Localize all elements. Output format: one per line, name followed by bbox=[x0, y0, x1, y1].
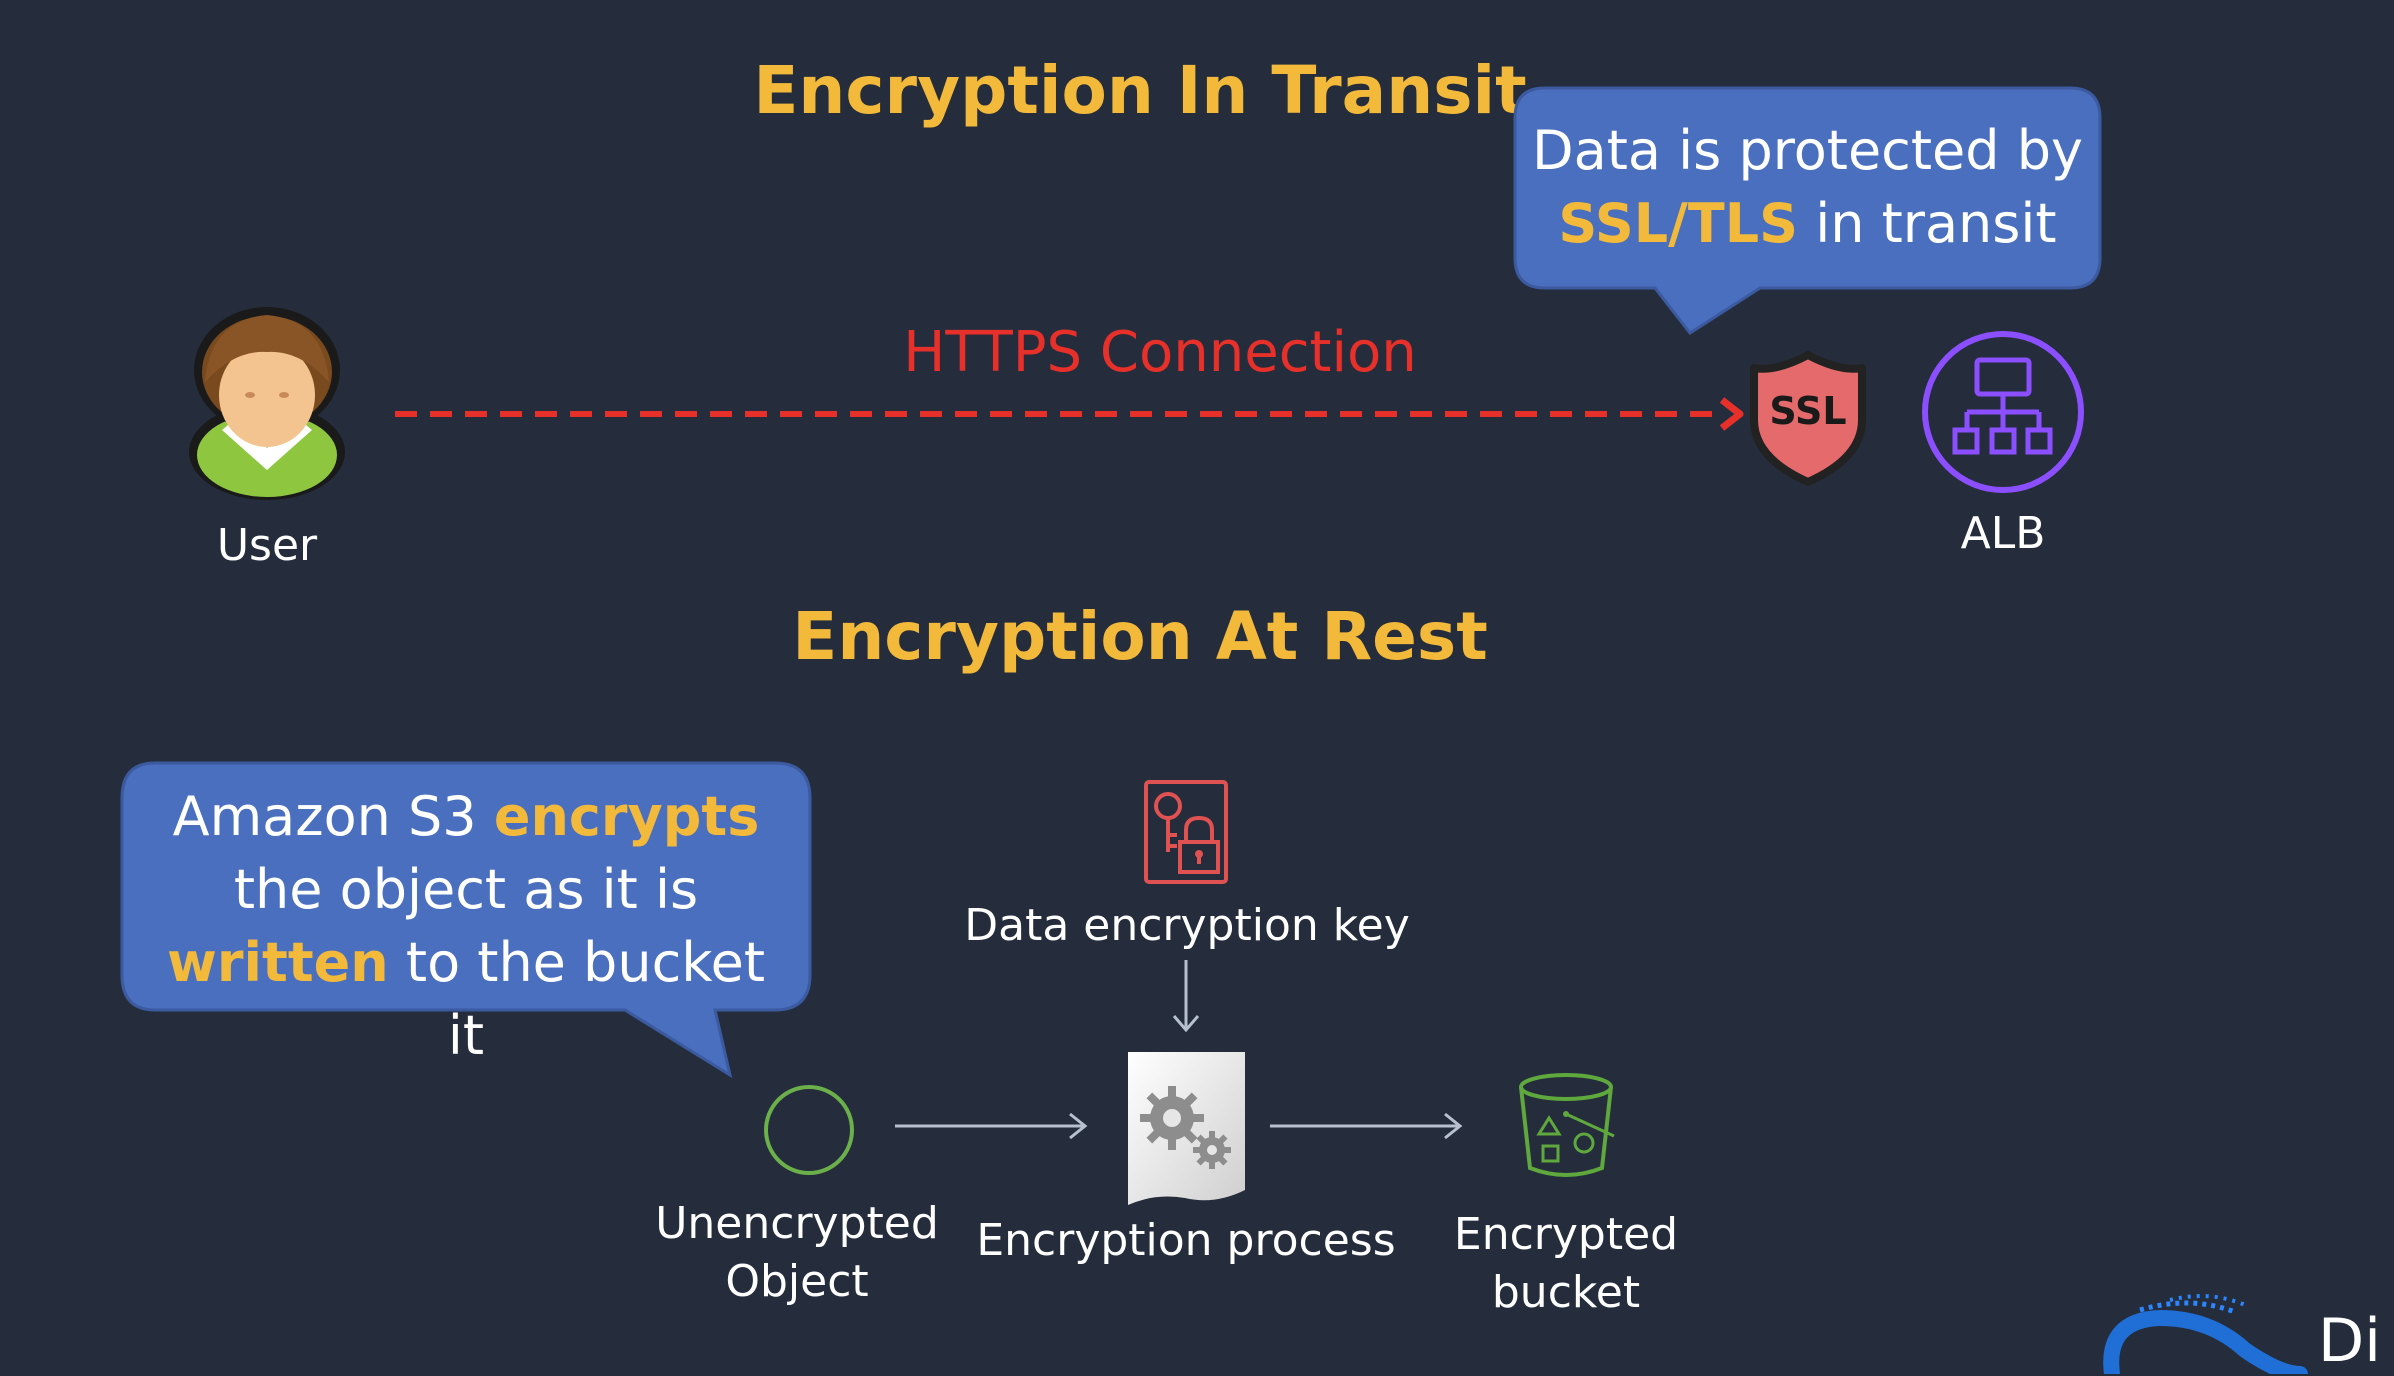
bucket-label: Encrypted bucket bbox=[1416, 1206, 1716, 1322]
object-label-line1: Unencrypted bbox=[655, 1198, 939, 1249]
process-label: Encryption process bbox=[976, 1215, 1396, 1266]
rest-callout-p2: the object as it is bbox=[233, 858, 699, 921]
transit-callout-line2-rest: in transit bbox=[1798, 192, 2057, 255]
ssl-badge-text: SSL bbox=[1769, 389, 1847, 433]
rest-title: Encryption At Rest bbox=[792, 598, 1488, 675]
rest-callout-p3: to the bucket it bbox=[388, 931, 765, 1067]
user-label: User bbox=[216, 520, 318, 571]
transit-title: Encryption In Transit bbox=[753, 52, 1527, 129]
alb-label: ALB bbox=[1960, 508, 2046, 559]
https-connection-label: HTTPS Connection bbox=[903, 320, 1417, 385]
transit-callout-line2: SSL/TLS in transit bbox=[1515, 187, 2100, 260]
logo-text: Di bbox=[2318, 1306, 2381, 1376]
transit-callout-highlight: SSL/TLS bbox=[1558, 192, 1799, 255]
bucket-label-line1: Encrypted bbox=[1453, 1209, 1679, 1260]
object-label-line2: Object bbox=[725, 1256, 869, 1307]
transit-callout-line1: Data is protected by bbox=[1532, 119, 2083, 182]
rest-callout-h1: encrypts bbox=[493, 785, 760, 848]
rest-callout: Amazon S3 encrypts the object as it is w… bbox=[150, 780, 782, 1072]
object-label: Unencrypted Object bbox=[647, 1195, 947, 1311]
rest-callout-p1: Amazon S3 bbox=[172, 785, 494, 848]
rest-callout-h2: written bbox=[167, 931, 389, 994]
transit-callout: Data is protected by SSL/TLS in transit bbox=[1515, 114, 2100, 260]
bucket-label-line2: bucket bbox=[1491, 1267, 1641, 1318]
key-label: Data encryption key bbox=[964, 900, 1410, 951]
